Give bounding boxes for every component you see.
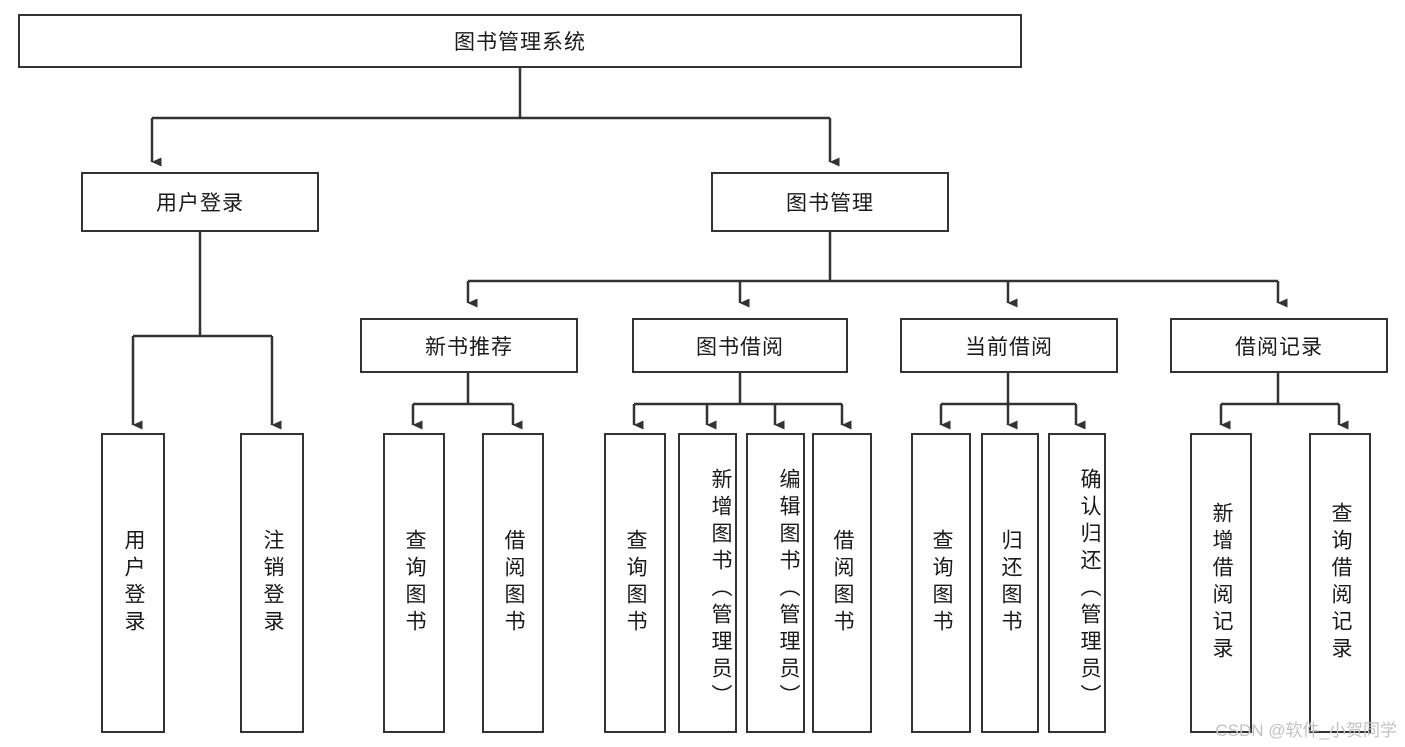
watermark: CSDN @软件_小贺同学 [1215, 721, 1397, 740]
node-label: 注销登录 [261, 529, 284, 637]
node-current-borrow[interactable]: 当前借阅 [900, 318, 1118, 373]
node-borrow-records[interactable]: 借阅记录 [1170, 318, 1388, 373]
leaf-current-query-book[interactable]: 查询图书 [911, 433, 971, 733]
leaf-current-return-book[interactable]: 归还图书 [981, 433, 1039, 733]
node-label: 查询借阅记录 [1329, 502, 1352, 664]
node-new-book-recommend[interactable]: 新书推荐 [360, 318, 578, 373]
node-label: 新书推荐 [425, 335, 513, 359]
leaf-user-login-login[interactable]: 用户登录 [101, 433, 165, 733]
leaf-recommend-borrow-book[interactable]: 借阅图书 [482, 433, 544, 733]
node-label: 用户登录 [156, 192, 244, 215]
node-label: 归还图书 [999, 529, 1022, 637]
node-label: 借阅图书 [502, 529, 525, 637]
node-label: 查询图书 [930, 529, 953, 637]
node-book-borrow[interactable]: 图书借阅 [632, 318, 848, 373]
node-label: 新增图书（管理员） [709, 467, 732, 711]
leaf-borrow-edit-book-admin[interactable]: 编辑图书（管理员） [746, 433, 805, 733]
node-label: 图书管理 [786, 192, 874, 215]
leaf-records-add-record[interactable]: 新增借阅记录 [1190, 433, 1252, 733]
node-label: 图书借阅 [696, 335, 784, 359]
leaf-user-login-logout[interactable]: 注销登录 [240, 433, 304, 733]
node-label: 用户登录 [122, 529, 145, 637]
node-label: 借阅记录 [1235, 335, 1323, 359]
node-label: 当前借阅 [965, 335, 1053, 359]
node-label: 查询图书 [624, 529, 647, 637]
node-user-login[interactable]: 用户登录 [81, 172, 319, 232]
node-label: 查询图书 [403, 529, 426, 637]
leaf-borrow-borrow-book[interactable]: 借阅图书 [812, 433, 872, 733]
node-label: 借阅图书 [831, 529, 854, 637]
node-label: 编辑图书（管理员） [777, 467, 800, 711]
leaf-current-confirm-return-admin[interactable]: 确认归还（管理员） [1048, 433, 1106, 733]
leaf-borrow-query-book[interactable]: 查询图书 [604, 433, 666, 733]
leaf-records-query-record[interactable]: 查询借阅记录 [1309, 433, 1371, 733]
node-label: 新增借阅记录 [1210, 502, 1233, 664]
leaf-borrow-add-book-admin[interactable]: 新增图书（管理员） [678, 433, 737, 733]
node-label: 确认归还（管理员） [1078, 467, 1101, 711]
node-label: 图书管理系统 [454, 31, 586, 54]
node-book-management[interactable]: 图书管理 [711, 172, 949, 232]
leaf-recommend-query-book[interactable]: 查询图书 [383, 433, 445, 733]
node-root[interactable]: 图书管理系统 [18, 14, 1022, 68]
